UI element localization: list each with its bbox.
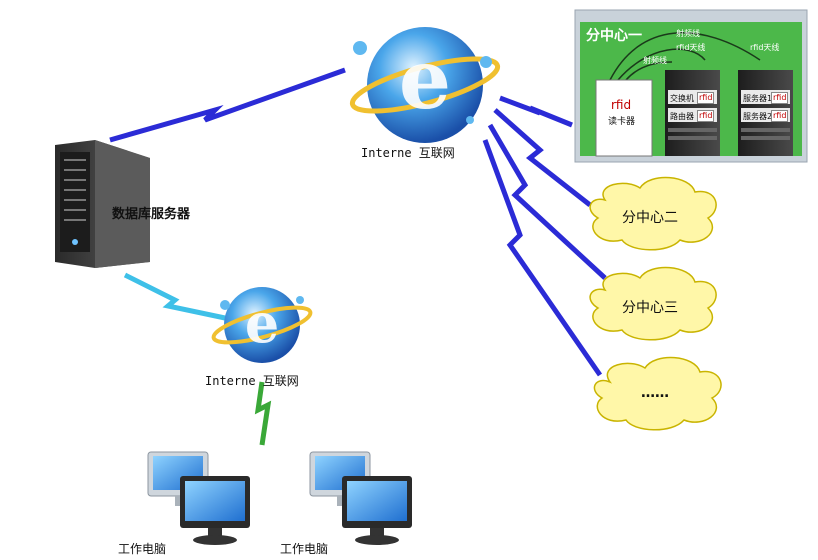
rack1-switch-label: 交换机 (670, 94, 694, 103)
internet-main-label: Interne 互联网 (361, 146, 455, 160)
center-one-title: 分中心一 (586, 28, 642, 44)
reader-bottom-label: 读卡器 (608, 117, 636, 127)
link-server-internet (109, 67, 346, 143)
rack2-rfid-tag-2: rfid (771, 110, 789, 122)
rack1-rfid-tag-2: rfid (697, 110, 715, 122)
link-internet-center-three (487, 123, 607, 280)
link-server-sub-internet (123, 272, 226, 321)
link-internet-center-two (493, 108, 592, 207)
workstation-icon-1 (147, 451, 250, 545)
rf-line-left-label: 射频线 (643, 56, 667, 65)
rf-line-top-label: 射频线 (676, 29, 700, 38)
rack2-rfid-tag-1: rfid (771, 92, 789, 104)
internet-globe-icon: e (349, 27, 501, 143)
link-sub-internet-workstations (254, 381, 272, 446)
sub-internet-globe-icon: e (211, 287, 313, 363)
rack2-server2-label: 服务器2 (743, 112, 773, 121)
workstation-label-1: 工作电脑 (118, 542, 167, 556)
cloud-center-two (589, 176, 717, 251)
rack1-router-label: 路由器 (670, 112, 694, 121)
center-two-label: 分中心二 (622, 210, 678, 226)
reader-top-label: rfid (611, 98, 632, 112)
rack2-server1-label: 服务器1 (743, 94, 773, 103)
center-more-label: …… (641, 385, 669, 401)
antenna-left-label: rfid天线 (676, 43, 706, 52)
svg-text:e: e (399, 32, 451, 128)
database-server-label: 数据库服务器 (112, 207, 191, 222)
antenna-right-label: rfid天线 (750, 43, 780, 52)
cloud-center-three (589, 266, 717, 341)
center-three-label: 分中心三 (622, 300, 678, 316)
rack1-rfid-tag-1: rfid (697, 92, 715, 104)
link-internet-center-one (499, 95, 573, 128)
internet-sub-label: Interne 互联网 (205, 374, 299, 388)
link-internet-center-more (482, 139, 603, 377)
database-server-icon (55, 140, 150, 268)
workstation-icon-2 (309, 451, 412, 545)
svg-text:e: e (245, 291, 279, 355)
workstation-label-2: 工作电脑 (280, 542, 329, 556)
cloud-center-more (593, 356, 722, 431)
